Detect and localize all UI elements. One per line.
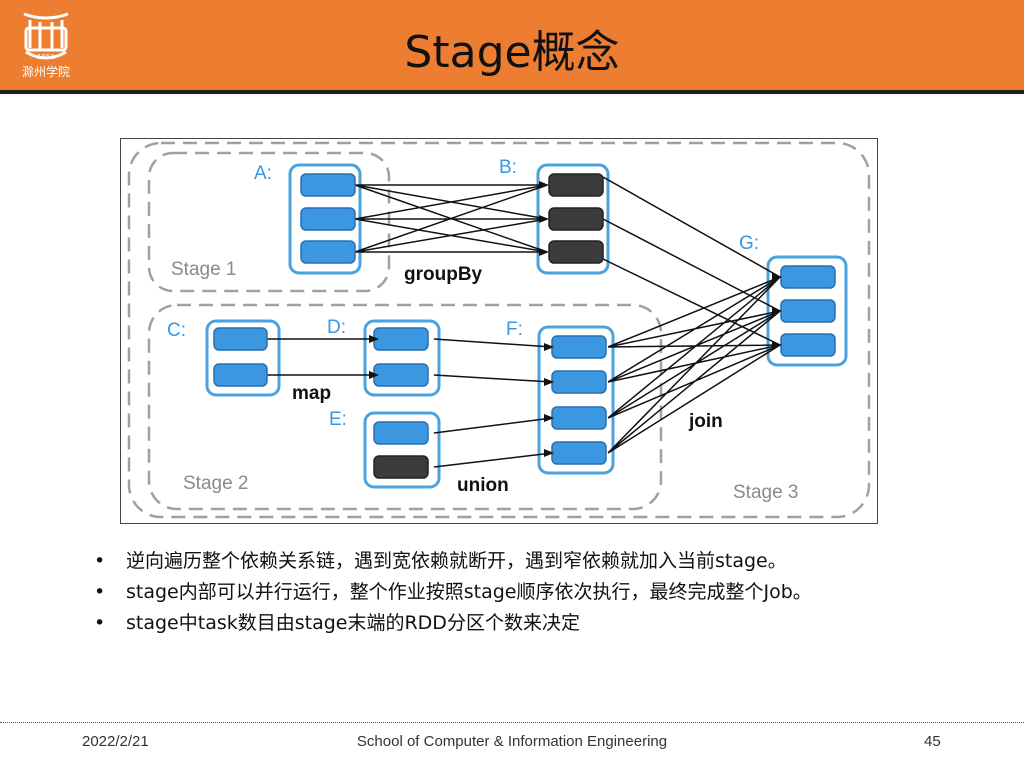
rdd-f-box — [537, 325, 615, 475]
stage2-label: Stage 2 — [183, 473, 249, 494]
rdd-e-label: E: — [329, 409, 347, 430]
stage-diagram: A: B: C: D: E: F: G: groupBy map union j… — [120, 138, 878, 524]
bullet-text: stage中task数目由stage末端的RDD分区个数来决定 — [126, 612, 580, 634]
bullet-marker: • — [94, 550, 106, 572]
bullet-item: • stage内部可以并行运行，整个作业按照stage顺序依次执行，最终完成整个J… — [92, 577, 1012, 608]
bullet-text: 逆向遍历整个依赖关系链，遇到宽依赖就断开，遇到窄依赖就加入当前stage。 — [126, 550, 787, 572]
svg-text:滁州学院: 滁州学院 — [22, 64, 70, 79]
op-join-label: join — [688, 411, 723, 432]
rdd-c-label: C: — [167, 320, 186, 341]
bullet-marker: • — [94, 581, 106, 603]
stage3-label: Stage 3 — [733, 482, 799, 503]
stage1-border — [147, 151, 391, 293]
op-union-label: union — [457, 475, 509, 496]
rdd-d-label: D: — [327, 317, 346, 338]
rdd-b-label: B: — [499, 157, 517, 178]
university-logo: 1950 滁州学院 — [10, 8, 82, 84]
footer-divider — [0, 722, 1024, 723]
stage3-border — [127, 141, 871, 519]
bullet-marker: • — [94, 612, 106, 634]
rdd-a-label: A: — [254, 163, 272, 184]
footer-school: School of Computer & Information Enginee… — [356, 733, 668, 750]
bullet-list: • 逆向遍历整个依赖关系链，遇到宽依赖就断开，遇到窄依赖就加入当前stage。 •… — [92, 546, 1012, 639]
svg-text:1950: 1950 — [37, 53, 55, 61]
stage2-border — [147, 303, 663, 511]
stage1-label: Stage 1 — [171, 259, 237, 280]
footer-date: 2022/2/21 — [82, 733, 149, 750]
op-groupby-label: groupBy — [404, 264, 483, 285]
header-divider — [0, 90, 1024, 94]
bullet-text: stage内部可以并行运行，整个作业按照stage顺序依次执行，最终完成整个Jo… — [126, 581, 812, 603]
bullet-item: • stage中task数目由stage末端的RDD分区个数来决定 — [92, 608, 1012, 639]
page-title: Stage概念 — [404, 27, 620, 78]
bullet-item: • 逆向遍历整个依赖关系链，遇到宽依赖就断开，遇到窄依赖就加入当前stage。 — [92, 546, 1012, 577]
page-number: 45 — [924, 733, 941, 750]
rdd-f-label: F: — [506, 319, 523, 340]
op-map-label: map — [292, 383, 331, 404]
header-bar — [0, 0, 1024, 90]
rdd-g-label: G: — [739, 233, 759, 254]
